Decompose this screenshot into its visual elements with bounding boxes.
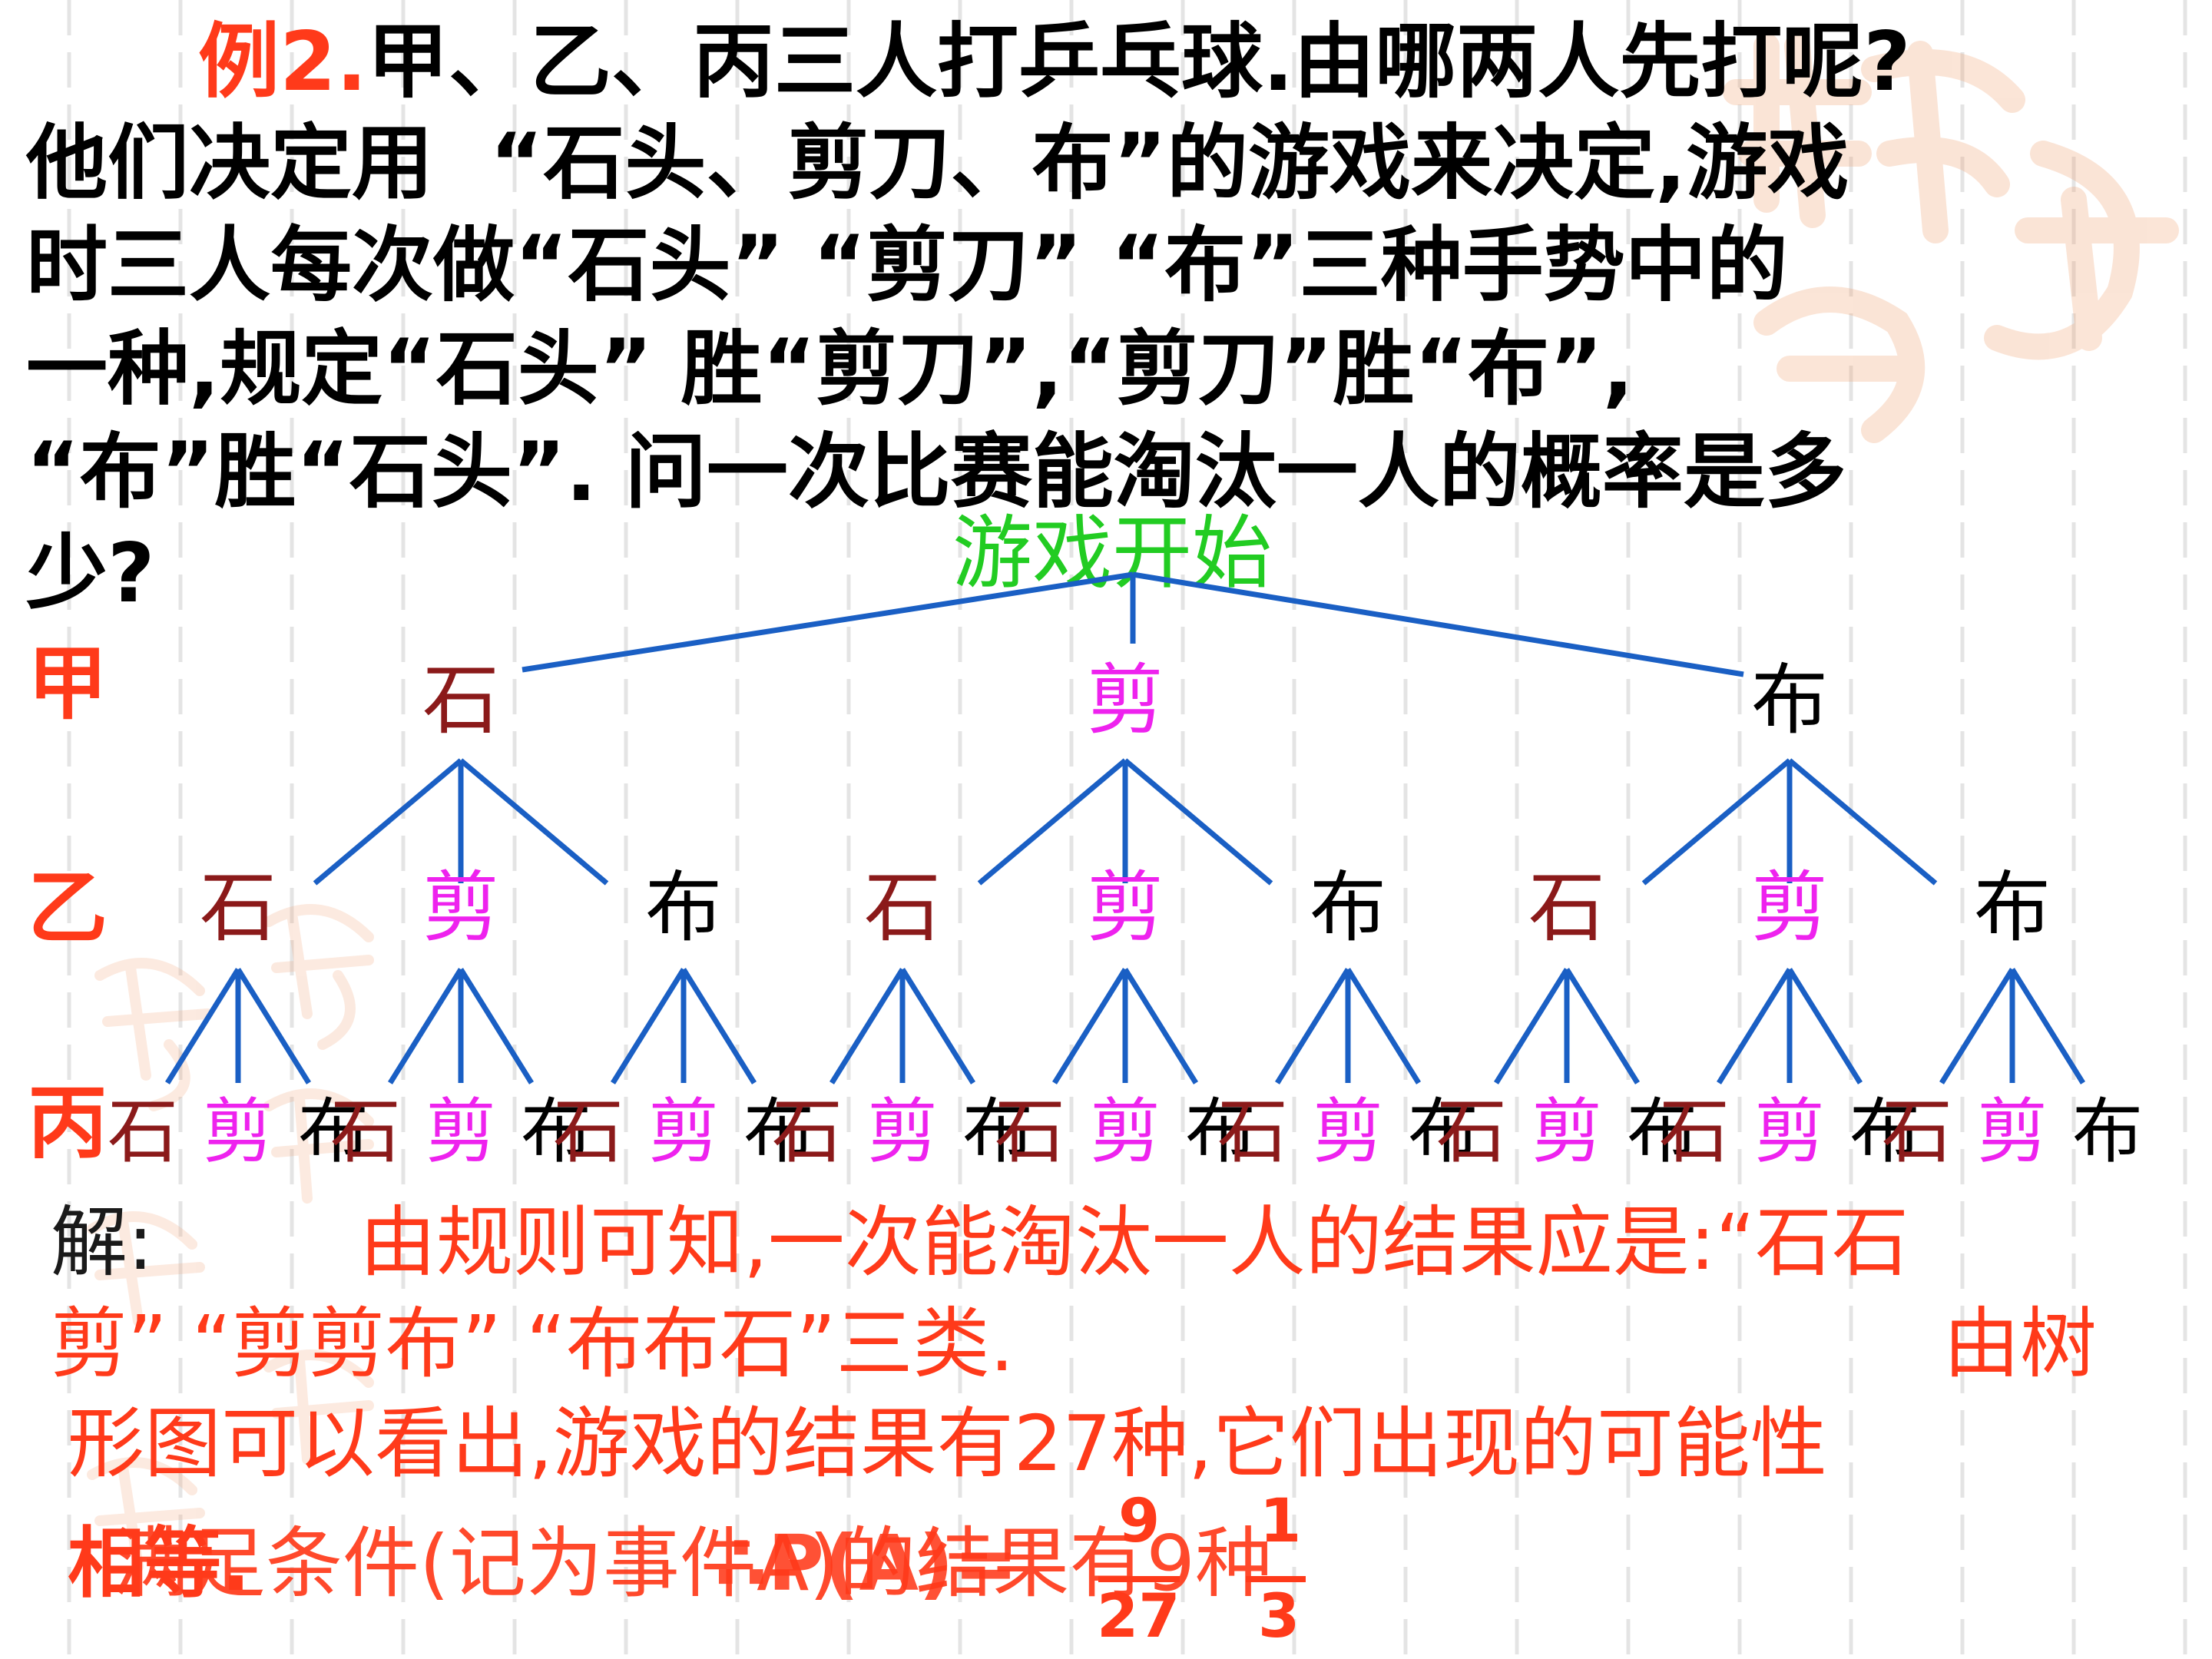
- problem-line-1-text: 甲、乙、丙三人打乒乓球.由哪两人先打呢?: [367, 15, 1911, 109]
- tree-node-cloth: 布: [1408, 1091, 1479, 1173]
- tree-node-scissors: 剪: [1087, 863, 1164, 952]
- tree-node-stone: 石: [864, 863, 941, 952]
- tree-node-scissors: 剪: [1532, 1091, 1603, 1173]
- tree-node-stone: 石: [772, 1091, 843, 1173]
- probability-expression: ∴P(A)=: [714, 1518, 1018, 1608]
- player-label-bing: 丙: [28, 1076, 108, 1170]
- tree-node-stone: 石: [330, 1091, 402, 1173]
- problem-line-2: 他们决定用 “石头、剪刀、布”的游戏来决定,游戏: [26, 116, 1849, 210]
- tree-branch: [388, 968, 463, 1084]
- tree-branch: [1641, 758, 1792, 886]
- tree-branch: [522, 571, 1134, 673]
- tree-node-cloth: 布: [2072, 1091, 2144, 1173]
- fraction-1-numerator: 9: [1118, 1487, 1161, 1556]
- tree-node-stone: 石: [1659, 1091, 1730, 1173]
- solution-line-3: 形图可以看出,游戏的结果有27种,它们出现的可能性: [68, 1399, 1827, 1488]
- tree-node-cloth: 布: [1627, 1091, 1698, 1173]
- tree-branch: [900, 968, 975, 1084]
- tree-branch: [681, 968, 757, 1084]
- fraction-1-bar: [1098, 1576, 1180, 1582]
- tree-branch: [1346, 968, 1421, 1084]
- tree-node-stone: 石: [108, 1091, 179, 1173]
- tree-branches: [165, 571, 2085, 1084]
- solution-prefix: 解:: [51, 1197, 154, 1287]
- solution-line-2-tail: 由树: [1943, 1299, 2097, 1389]
- fraction-2-denominator: 3: [1258, 1582, 1300, 1651]
- tree-node-stone: 石: [422, 655, 499, 745]
- tree-node-cloth: 布: [298, 1091, 369, 1173]
- tree-branch: [236, 968, 311, 1084]
- fraction-2-numerator: 1: [1260, 1487, 1302, 1556]
- tree-node-scissors: 剪: [648, 1091, 720, 1173]
- tree-node-stone: 石: [1436, 1091, 1508, 1173]
- problem-line-1: 例2.甲、乙、丙三人打乒乓球.由哪两人先打呢?: [198, 22, 1911, 103]
- tree-node-cloth: 布: [1310, 863, 1386, 952]
- player-label-jia: 甲: [28, 637, 108, 730]
- tree-branch: [165, 968, 240, 1084]
- tree-node-cloth: 布: [1974, 863, 2051, 952]
- tree-branch: [1123, 758, 1273, 886]
- tree-branch: [1275, 968, 1350, 1084]
- tree-branch: [1123, 968, 1198, 1084]
- player-label-yi: 乙: [28, 861, 108, 955]
- tree-node-cloth: 布: [1849, 1091, 1921, 1173]
- problem-line-3: 时三人每次做“石头” “剪刀” “布”三种手势中的: [26, 218, 1788, 313]
- tree-node-scissors: 剪: [426, 1091, 497, 1173]
- tree-node-stone: 石: [200, 863, 276, 952]
- problem-line-4: 一种,规定“石头” 胜“剪刀”,“剪刀”胜“布”,: [26, 322, 1634, 416]
- tree-branch: [2010, 968, 2085, 1084]
- tree-node-stone: 石: [1882, 1091, 1953, 1173]
- tree-node-scissors: 剪: [203, 1091, 274, 1173]
- tree-branch: [1717, 968, 1792, 1084]
- tree-node-scissors: 剪: [1090, 1091, 1161, 1173]
- tree-branch: [313, 758, 463, 886]
- tree-node-stone: 石: [1217, 1091, 1289, 1173]
- tree-branch: [977, 758, 1128, 886]
- tree-node-scissors: 剪: [1087, 655, 1164, 745]
- tree-node-cloth: 布: [743, 1091, 815, 1173]
- seal-stamp-icon: [1723, 33, 2179, 443]
- tree-node-stone: 石: [1528, 863, 1605, 952]
- tree-branch: [1132, 571, 1744, 677]
- tree-node-cloth: 布: [645, 863, 722, 952]
- tree-branch: [1052, 968, 1128, 1084]
- tree-branch: [459, 758, 609, 886]
- tree-node-stone: 石: [553, 1091, 624, 1173]
- example-label: 例2.: [198, 15, 368, 109]
- tree-node-scissors: 剪: [1754, 1091, 1826, 1173]
- tree-node-scissors: 剪: [1977, 1091, 2048, 1173]
- tree-node-cloth: 布: [1185, 1091, 1257, 1173]
- solution-line-4a: 相等.: [68, 1518, 250, 1608]
- tree-node-scissors: 剪: [867, 1091, 939, 1173]
- tree-node-cloth: 布: [962, 1091, 1034, 1173]
- solution-line-1: 由规则可知,一次能淘汰一人的结果应是:“石石: [359, 1197, 1909, 1287]
- tree-branch: [1939, 968, 2015, 1084]
- tree-branch: [1494, 968, 1569, 1084]
- tree-branch: [1787, 968, 1863, 1084]
- tree-node-cloth: 布: [521, 1091, 592, 1173]
- solution-line-2: 剪” “剪剪布” “布布石”三类.: [51, 1299, 1015, 1389]
- tree-branch: [459, 968, 534, 1084]
- tree-branch: [611, 968, 686, 1084]
- tree-branch: [1787, 758, 1938, 886]
- problem-line-5: “布”胜“石头”. 问一次比赛能淘汰一人的概率是多: [26, 425, 1846, 519]
- tree-node-scissors: 剪: [1751, 863, 1828, 952]
- tree-node-cloth: 布: [1751, 655, 1828, 745]
- fraction-1-denominator: 27: [1097, 1582, 1181, 1651]
- solution-line-4b: 满足条件(记为事件A)的结果有9种: [112, 1518, 1273, 1608]
- tree-node-scissors: 剪: [422, 863, 499, 952]
- fraction-2-bar: [1246, 1576, 1306, 1582]
- seal-stamp-icon: [87, 904, 374, 1572]
- dashed-grid-lines: [67, 0, 2187, 1659]
- tree-branch: [1565, 968, 1640, 1084]
- tree-branch: [830, 968, 905, 1084]
- tree-node-stone: 石: [995, 1091, 1066, 1173]
- tree-node-scissors: 剪: [1313, 1091, 1384, 1173]
- problem-line-6: 少?: [26, 526, 155, 621]
